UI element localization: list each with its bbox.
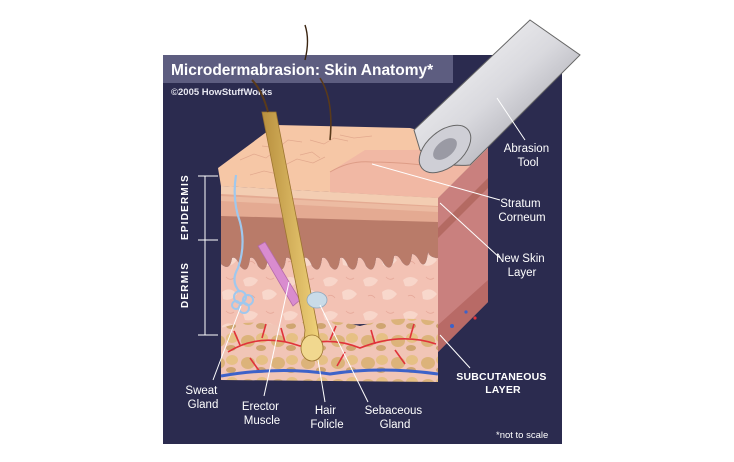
epidermis-label: EPIDERMIS xyxy=(180,174,191,240)
title-bar xyxy=(163,55,453,83)
subcutaneous-layer-label: SUBCUTANEOUS LAYER xyxy=(456,371,549,396)
hair-shaft-3 xyxy=(304,24,309,61)
subcutaneous-front xyxy=(221,318,438,382)
epidermis-bracket xyxy=(198,175,218,241)
abrasion-tool-graphic xyxy=(413,19,581,174)
sweat-gland-coil xyxy=(231,290,254,314)
diagram-title: Microdermabrasion: Skin Anatomy* xyxy=(171,62,434,79)
hair-follicle-label: Hair Folicle xyxy=(310,405,343,431)
copyright-text: ©2005 HowStuffWorks xyxy=(171,87,272,98)
skin-block xyxy=(218,24,488,382)
abrasion-tool-label: Abrasion Tool xyxy=(504,143,553,169)
basal-layer xyxy=(221,216,438,270)
subcutaneous-side xyxy=(438,280,488,352)
stratum-corneum-label: Stratum Corneum xyxy=(498,198,545,224)
blood-vessel-blue xyxy=(220,368,439,378)
new-skin-layer-label: New Skin Layer xyxy=(496,253,548,279)
sebaceous-gland-label: Sebaceous Gland xyxy=(365,405,426,431)
erector-muscle-label: Erector Muscle xyxy=(242,401,282,427)
sweat-gland-label: Sweat Gland xyxy=(185,385,220,411)
callout-leaders xyxy=(212,97,526,403)
footnote: *not to scale xyxy=(496,430,548,441)
hair-shaft-2 xyxy=(319,77,332,141)
blood-vessels-red xyxy=(227,323,437,373)
hair-shaft xyxy=(251,79,269,113)
dermis-label: DERMIS xyxy=(180,262,191,308)
hair-bulb xyxy=(300,334,324,362)
sweat-gland-duct xyxy=(233,174,244,293)
sebaceous-gland xyxy=(306,291,328,309)
dermis-bracket xyxy=(198,240,218,336)
